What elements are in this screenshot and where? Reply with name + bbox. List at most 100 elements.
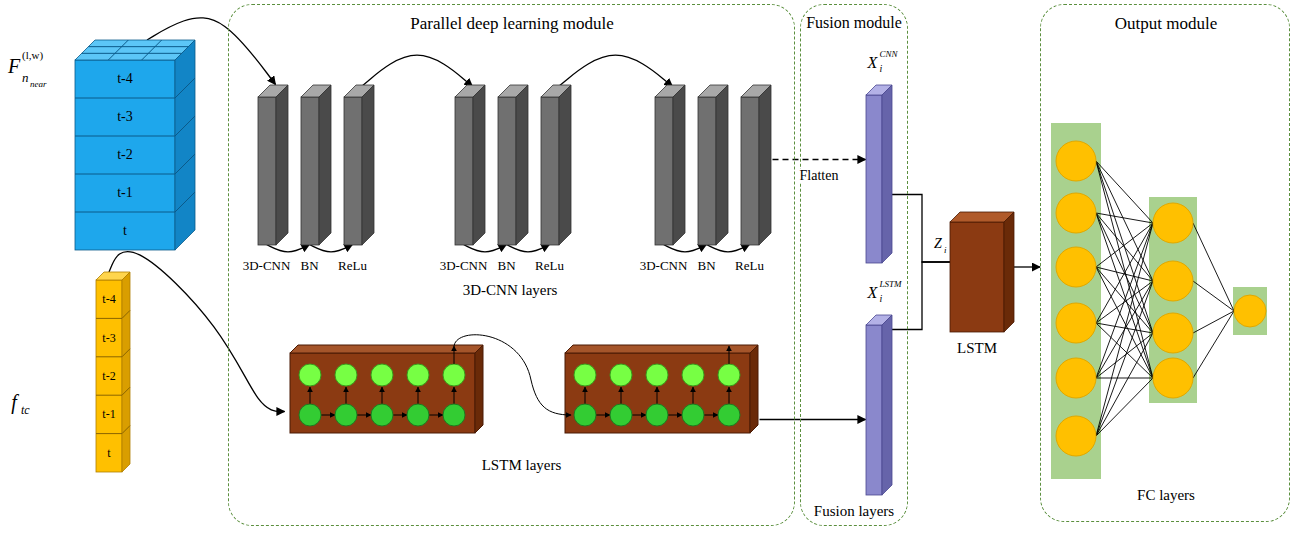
fusion-bar-front	[866, 95, 882, 263]
slab-front	[455, 97, 473, 245]
slab-front	[344, 97, 362, 245]
neuron	[1153, 261, 1193, 301]
fc-weight	[1096, 213, 1153, 223]
fc-weight	[1193, 311, 1234, 333]
slab-side	[759, 85, 771, 245]
slab-side	[473, 85, 485, 245]
hidden-unit	[718, 364, 740, 386]
node-label: Fusion module	[806, 15, 902, 31]
connector-arrow	[559, 55, 673, 86]
node-label: ReLu	[735, 258, 764, 271]
layer-slab: ReLu	[344, 85, 374, 245]
node-label: X	[868, 285, 878, 301]
slab-side	[559, 85, 571, 245]
input-unit	[682, 404, 704, 426]
cell-arrow	[656, 387, 657, 404]
node-shape	[866, 85, 892, 263]
node-label: i	[880, 294, 883, 304]
node-label: 3D-CNN	[243, 258, 291, 271]
hidden-unit	[610, 364, 632, 386]
cell-arrow	[381, 387, 382, 404]
cell-arrow	[309, 387, 310, 404]
fc-weight	[1193, 223, 1234, 311]
input-unit	[371, 404, 393, 426]
cell-arrow	[453, 346, 454, 364]
cell-arrow	[728, 387, 729, 404]
fusion-bar: XiCNN	[866, 85, 892, 263]
fusion-bar-side	[882, 315, 892, 495]
row-divider	[122, 310, 130, 318]
fc-weight	[1096, 378, 1153, 379]
cell-arrow	[632, 414, 646, 415]
neuron	[1056, 358, 1096, 398]
slab-side	[716, 85, 728, 245]
node-label: LSTM	[880, 279, 902, 288]
lstm-layers: LSTM layers	[285, 340, 760, 490]
input-unit	[574, 404, 596, 426]
fc-layer-band	[1149, 197, 1197, 403]
slab-side	[516, 85, 528, 245]
connector-arrow	[464, 245, 507, 252]
cell-arrow	[345, 387, 346, 404]
module-group: Fusion moduleFusion layersXiCNNXiLSTM	[800, 4, 908, 526]
node-label: X	[868, 55, 878, 71]
math-label: F	[8, 56, 20, 76]
lstm-block-front	[950, 222, 1004, 332]
slab-front	[498, 97, 516, 245]
node-label: ReLu	[535, 258, 564, 271]
cell-arrow	[620, 387, 621, 404]
fc-weight	[1096, 323, 1153, 378]
node-label: 3D-CNN	[440, 258, 488, 271]
node-label: t-1	[102, 408, 115, 420]
module-group: Parallel deep learning module3D-CNNBNReL…	[228, 4, 795, 526]
node-label: LSTM	[957, 341, 997, 356]
neuron	[1153, 203, 1193, 243]
fc-weight	[1096, 378, 1153, 436]
node-label: ReLu	[338, 258, 367, 271]
input-unit	[610, 404, 632, 426]
math-label: near	[30, 80, 47, 89]
lstm-block: LSTM	[950, 212, 1014, 332]
grid-line	[88, 46, 188, 47]
node-shape	[866, 315, 892, 495]
hidden-unit	[299, 364, 321, 386]
node-shape	[655, 85, 685, 245]
fusion-bar-front	[866, 325, 882, 495]
row-divider	[96, 433, 122, 434]
edge-label: Flatten	[800, 169, 839, 183]
slab-side	[319, 85, 331, 245]
grid-line	[108, 40, 128, 60]
node-label: t-2	[117, 148, 133, 162]
row-divider	[175, 78, 195, 98]
input-unit	[443, 404, 465, 426]
connector-arrow	[892, 262, 951, 330]
neuron	[1153, 313, 1193, 353]
input-cube-front	[75, 60, 175, 250]
node-shape	[498, 85, 528, 245]
fc-weight	[1096, 281, 1153, 323]
hidden-unit	[407, 364, 429, 386]
node-label: CNN	[880, 49, 898, 58]
connector-arrow	[1014, 266, 1040, 267]
math-label: 3D-CNN layers	[463, 283, 558, 298]
node-label: BN	[300, 258, 318, 271]
slab-front	[541, 97, 559, 245]
cell-arrow	[417, 387, 418, 404]
neuron	[1153, 358, 1193, 398]
node-label: t-4	[117, 72, 133, 86]
math-label: tc	[21, 404, 30, 416]
lstm-block-side	[1004, 212, 1014, 332]
connector-arrow	[707, 245, 750, 252]
neuron	[1056, 193, 1096, 233]
cell-arrow	[596, 414, 610, 415]
row-divider	[96, 318, 122, 319]
input-unit	[718, 404, 740, 426]
neuron	[1056, 247, 1096, 287]
slab-side	[276, 85, 288, 245]
lstm-layer-side	[750, 345, 758, 433]
layer-slab: ReLu	[541, 85, 571, 245]
node-shape	[741, 85, 771, 245]
row-divider	[122, 426, 130, 434]
connector-arrow	[310, 245, 353, 252]
input-cube-side	[175, 40, 195, 250]
